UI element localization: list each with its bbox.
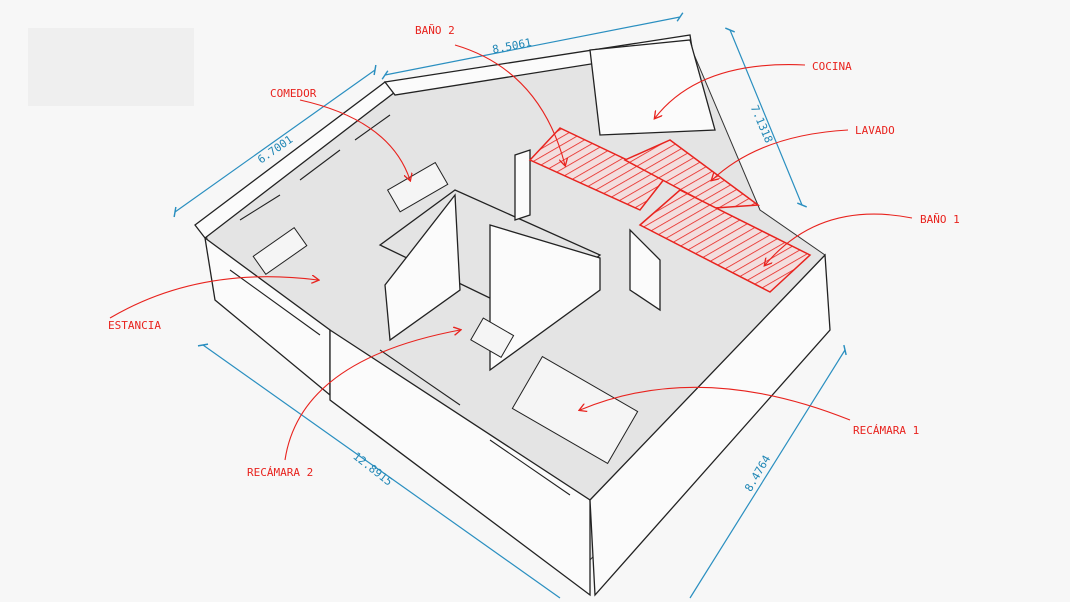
arrow-estancia [109, 277, 318, 319]
dimension-right-top: 7.1318 [748, 103, 775, 145]
dimension-line-bottom-left [197, 343, 561, 599]
label-cocina: COCINA [812, 60, 852, 73]
outer-wall-front [329, 328, 591, 597]
wall-recamara2 [378, 189, 602, 316]
arrow-bano1 [765, 213, 913, 265]
placeholder-box [28, 28, 194, 106]
label-comedor: COMEDOR [270, 87, 317, 100]
arrow-cocina [655, 64, 806, 118]
wall-right-inner [629, 228, 661, 312]
arrow-recamara2 [284, 330, 460, 461]
arrow-comedor [299, 99, 410, 180]
dimension-bottom-right: 8.4764 [742, 453, 773, 494]
dimension-bottom-left: 12.8915 [350, 450, 395, 489]
sofa [252, 226, 308, 276]
arrow-recamara1 [580, 386, 851, 421]
label-recamara1: RECÁMARA 1 [853, 424, 919, 437]
label-bano2: BAÑO 2 [415, 24, 455, 37]
dimension-line-top [381, 12, 684, 80]
arrow-lavado [712, 129, 849, 180]
kitchen-block [589, 39, 716, 136]
arrow-bano2 [454, 44, 565, 165]
label-bano1: BAÑO 1 [920, 213, 960, 226]
dimension-line-right-top [725, 27, 807, 208]
wall-bath-block [514, 149, 531, 221]
label-recamara2: RECÁMARA 2 [247, 466, 313, 479]
label-lavado: LAVADO [855, 124, 895, 137]
outer-wall-right [589, 253, 831, 597]
wall-partition [384, 193, 461, 342]
dimension-line-bottom-right [689, 344, 847, 599]
bed [511, 355, 639, 465]
dimension-top: 8.5061 [491, 36, 533, 56]
label-estancia: ESTANCIA [108, 319, 161, 332]
dimension-line-left [173, 64, 377, 218]
armchair [470, 317, 515, 358]
